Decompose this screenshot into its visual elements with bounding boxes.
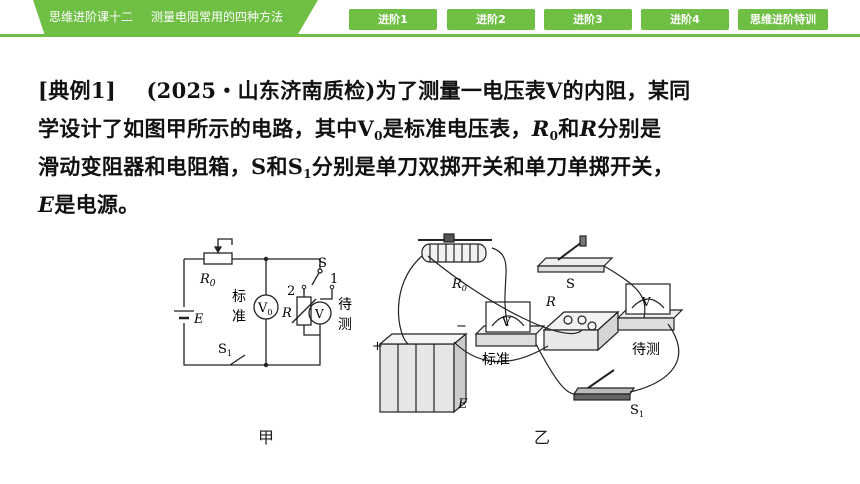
label-r: R	[281, 306, 292, 321]
wire-5	[603, 265, 646, 319]
header-bar: 思维进阶课十二 测量电阻常用的四种方法 进阶1 进阶2 进阶3 进阶4 思维进阶…	[0, 0, 860, 34]
sub-s1: 1	[303, 167, 312, 181]
text-line-4: E是电源。	[38, 186, 828, 224]
wire-v-top	[320, 287, 333, 300]
resbox-arrow	[291, 298, 317, 324]
header-divider	[0, 34, 860, 37]
nav-button-special[interactable]: 思维进阶特训	[738, 9, 828, 30]
label-std-2: 准	[232, 309, 246, 325]
switch-s-pivot	[317, 268, 323, 274]
label-b-minus: −	[456, 319, 467, 334]
example-source: (2025・山东济南质检)	[146, 78, 376, 103]
label-r0: R0	[199, 272, 216, 289]
switch-s1-device	[572, 369, 636, 401]
wire-6	[629, 323, 680, 393]
label-pos2: 2	[287, 284, 295, 299]
node-top	[263, 256, 269, 262]
nav-button-3[interactable]: 进阶3	[544, 9, 632, 30]
rheostat-device	[418, 233, 492, 263]
label-b-v-test: V	[641, 295, 651, 309]
sub-v0: 0	[374, 129, 383, 143]
switch-s1-blade	[229, 354, 246, 366]
wire-bottom	[183, 323, 321, 366]
label-v0: V0	[257, 301, 272, 317]
sym-r0: R	[531, 116, 550, 141]
battery-device	[378, 332, 468, 414]
label-e: E	[193, 312, 204, 327]
contact-1	[329, 284, 335, 290]
text-line-2: 学设计了如图甲所示的电路，其中V0是标准电压表，R0和R分别是	[38, 110, 828, 148]
label-b-r: R	[545, 295, 556, 310]
switch-s-device	[536, 235, 614, 273]
text-line-1: [典例1] (2025・山东济南质检)为了测量一电压表V的内阻，某同	[38, 72, 828, 110]
nav-button-4[interactable]: 进阶4	[641, 9, 729, 30]
label-test-1: 待	[338, 297, 352, 313]
course-title: 思维进阶课十二	[49, 10, 134, 24]
course-title-tab: 思维进阶课十二 测量电阻常用的四种方法	[33, 0, 318, 34]
label-b-std: 标准	[482, 352, 510, 368]
wire-4	[427, 255, 583, 335]
text-l2b: 是标准电压表，	[382, 116, 532, 141]
wire-2	[491, 247, 509, 327]
wire-1	[397, 255, 423, 345]
topic-title: 测量电阻常用的四种方法	[151, 10, 284, 24]
label-b-plus: +	[372, 339, 383, 354]
rheostat-slider	[217, 238, 233, 253]
caption-a: 甲	[258, 428, 275, 447]
nav-button-2[interactable]: 进阶2	[447, 9, 535, 30]
text-l2a: 学设计了如图甲所示的电路，其中V	[38, 116, 375, 141]
wire-3	[453, 341, 549, 363]
label-b-test: 待测	[632, 342, 660, 358]
apparatus-diagram-b: R0 S R V V + − E 标准 待测 S1	[372, 233, 684, 419]
node-bottom	[263, 362, 269, 368]
label-pos1: 1	[330, 272, 338, 287]
sym-r: R	[579, 116, 598, 141]
wire-r-bottom	[303, 325, 320, 336]
nav-button-1[interactable]: 进阶1	[349, 9, 437, 30]
slider-arrow	[213, 246, 223, 254]
test-voltmeter-device	[616, 283, 684, 331]
label-test-2: 测	[338, 317, 352, 333]
label-b-v-std: V	[501, 315, 511, 329]
text-l2d: 分别是	[597, 116, 662, 141]
standard-voltmeter-device	[474, 301, 546, 347]
wire-7	[535, 343, 579, 395]
example-label: [典例1]	[38, 78, 116, 103]
switch-s-blade	[311, 270, 321, 286]
circuit-diagram-a: R0 E 标 准 V0 2 R V S 1 待 测 S1	[174, 238, 352, 368]
label-v: V	[314, 307, 324, 321]
resistance-box-device	[542, 310, 620, 352]
rheostat-r0	[203, 252, 233, 265]
label-b-r0: R0	[451, 277, 467, 293]
text-line-3: 滑动变阻器和电阻箱，S和S1分别是单刀双掷开关和单刀单掷开关，	[38, 148, 828, 186]
label-std-1: 标	[232, 289, 246, 305]
label-b-s: S	[566, 277, 575, 292]
contact-2	[301, 284, 307, 290]
label-s: S	[318, 256, 327, 271]
text-l3a: 滑动变阻器和电阻箱，S和S	[38, 154, 304, 179]
text-l1: 为了测量一电压表V的内阻，某同	[375, 78, 691, 103]
example-paragraph: [典例1] (2025・山东济南质检)为了测量一电压表V的内阻，某同 学设计了如…	[38, 72, 828, 224]
sub-r0: 0	[549, 129, 559, 143]
text-l2c: 和	[558, 116, 580, 141]
caption-b: 乙	[534, 428, 551, 447]
text-l3b: 分别是单刀双掷开关和单刀单掷开关，	[311, 154, 674, 179]
label-b-e: E	[457, 397, 468, 412]
label-s1: S1	[218, 342, 232, 358]
label-b-s1: S1	[630, 403, 644, 419]
text-l4: 是电源。	[54, 192, 140, 217]
sym-e: E	[38, 192, 55, 217]
